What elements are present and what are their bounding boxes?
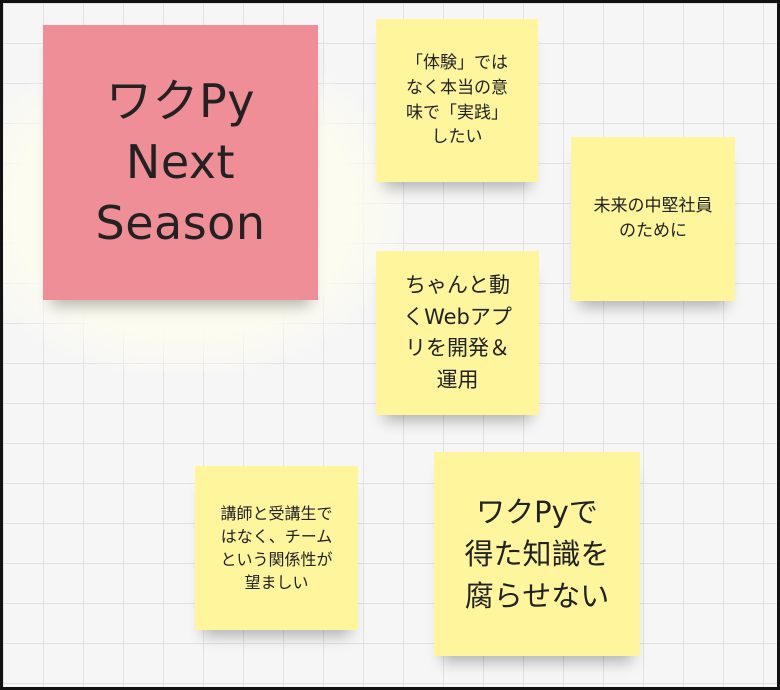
sticky-note-text: 未来の中堅社員 のために [593, 196, 713, 241]
sticky-note-text: ワクPyで 得た知識を 腐らせない [464, 494, 610, 614]
sticky-note-text: 講師と受講生で はなく、チーム という関係性が 望ましい [220, 503, 333, 593]
sticky-note-real-practice[interactable]: 「体験」では なく本当の意 味で「実践」 したい [376, 19, 538, 182]
sticky-note-keep-knowledge[interactable]: ワクPyで 得た知識を 腐らせない [434, 452, 640, 656]
sticky-note-text: 「体験」では なく本当の意 味で「実践」 したい [406, 53, 508, 148]
sticky-note-next-season[interactable]: ワクPy Next Season [43, 25, 318, 300]
sticky-note-future-staff[interactable]: 未来の中堅社員 のために [571, 137, 735, 301]
sticky-note-text: ちゃんと動 くWebアプ リを開発＆ 運用 [403, 273, 512, 392]
sticky-note-web-app[interactable]: ちゃんと動 くWebアプ リを開発＆ 運用 [376, 251, 539, 415]
sticky-note-text: ワクPy Next Season [95, 73, 266, 251]
sticky-note-team-relationship[interactable]: 講師と受講生で はなく、チーム という関係性が 望ましい [195, 466, 358, 630]
